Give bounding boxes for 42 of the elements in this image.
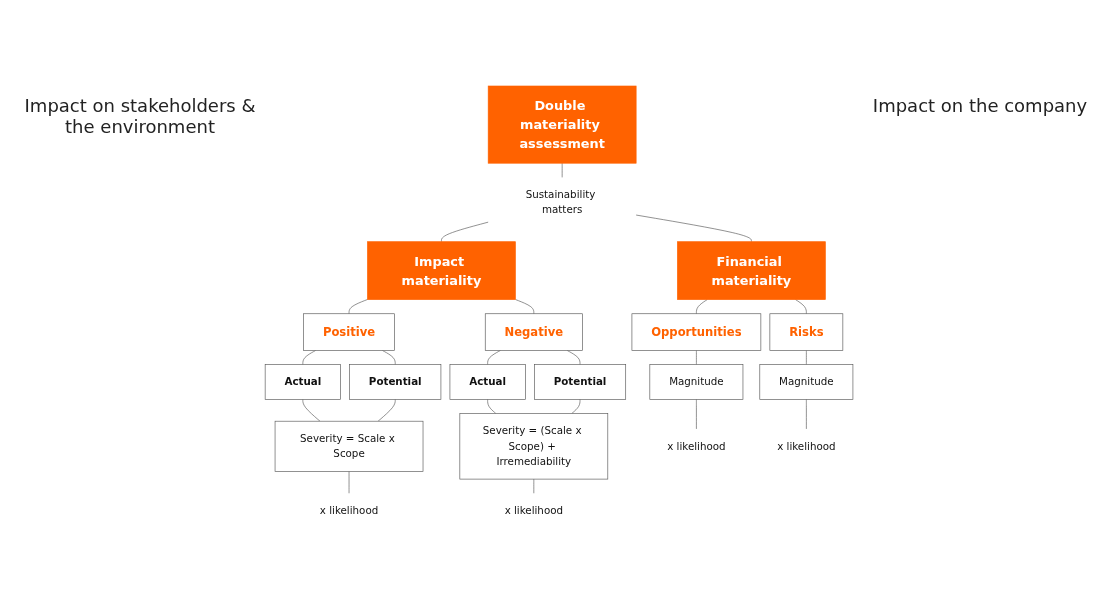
heading-box: Financial materiality bbox=[677, 241, 826, 300]
connector bbox=[377, 399, 396, 422]
annotation-text: Impact on stakeholders & the environment bbox=[23, 95, 257, 137]
sub-category-box: Potential bbox=[534, 364, 627, 400]
annotation-text: Impact on the company bbox=[871, 95, 1089, 116]
sub-category-box: Actual bbox=[264, 364, 341, 400]
connector bbox=[566, 350, 581, 365]
connector bbox=[348, 299, 368, 315]
text: x likelihood bbox=[504, 504, 563, 517]
category-box: Risks bbox=[769, 313, 844, 351]
category-box: Positive bbox=[303, 313, 395, 351]
formula-box: Magnitude bbox=[649, 364, 744, 400]
connector bbox=[487, 350, 501, 365]
category-box: Opportunities bbox=[631, 313, 762, 351]
connector bbox=[348, 471, 350, 494]
connector bbox=[696, 399, 697, 430]
connector bbox=[795, 299, 807, 315]
connector bbox=[302, 399, 321, 422]
formula-box: Magnitude bbox=[759, 364, 854, 400]
connector bbox=[515, 299, 535, 315]
formula-box: Severity = Scale x Scope bbox=[274, 420, 424, 472]
text: x likelihood bbox=[667, 439, 726, 453]
connector bbox=[635, 214, 752, 242]
heading-box: Impact materiality bbox=[367, 241, 516, 300]
connector bbox=[441, 221, 489, 242]
connector bbox=[487, 399, 497, 414]
sub-category-box: Actual bbox=[449, 364, 526, 400]
connector bbox=[533, 478, 535, 494]
connector bbox=[696, 350, 697, 365]
text: x likelihood bbox=[319, 504, 379, 517]
connector bbox=[302, 350, 317, 365]
connector bbox=[696, 299, 708, 315]
connector bbox=[571, 399, 581, 414]
connector bbox=[806, 399, 807, 430]
category-box: Negative bbox=[484, 313, 583, 351]
heading-box: Double materiality assessment bbox=[487, 85, 637, 164]
connector bbox=[806, 350, 807, 365]
formula-box: Severity = (Scale x Scope) + Irremediability bbox=[459, 413, 609, 480]
text: Sustainability matters bbox=[525, 188, 596, 216]
sub-category-box: Potential bbox=[349, 364, 442, 400]
text: x likelihood bbox=[777, 439, 836, 453]
connector bbox=[382, 350, 396, 365]
